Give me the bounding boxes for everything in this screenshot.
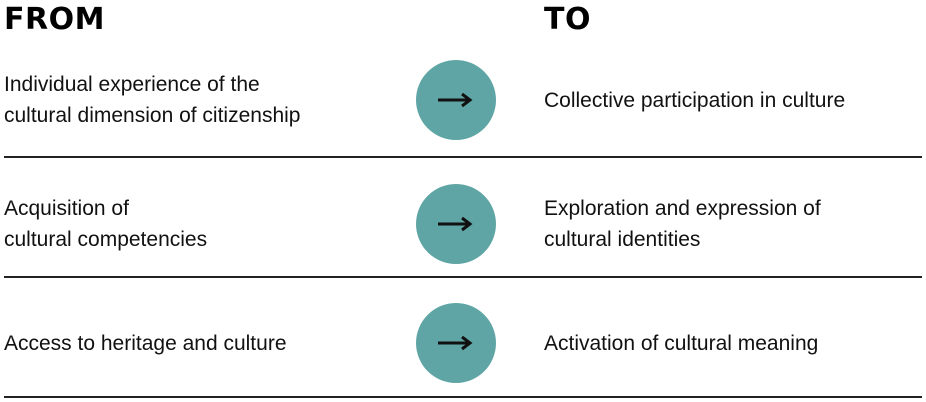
to-text-1: Collective participation in culture xyxy=(544,68,845,132)
row-divider-2 xyxy=(4,276,922,278)
transition-row-1: Individual experience of the cultural di… xyxy=(0,60,926,140)
from-text-3: Access to heritage and culture xyxy=(4,311,287,375)
arrow-circle-3 xyxy=(416,303,496,383)
arrow-right-icon xyxy=(438,335,473,351)
row-divider-1 xyxy=(4,156,922,158)
to-header: TO xyxy=(544,2,591,37)
from-text-1-line-2: cultural dimension of citizenship xyxy=(4,104,301,127)
from-text-2-line-1: Acquisition of xyxy=(4,197,129,220)
to-text-1-line-1: Collective participation in culture xyxy=(544,88,846,112)
from-header: FROM xyxy=(4,2,105,37)
to-text-2: Exploration and expression of cultural i… xyxy=(544,192,821,256)
row-divider-3 xyxy=(4,396,922,398)
to-text-3-line-1: Activation of cultural meaning xyxy=(544,331,819,355)
arrow-right-icon xyxy=(438,92,473,108)
transition-row-2: Acquisition of cultural competencies Exp… xyxy=(0,184,926,264)
from-text-1: Individual experience of the cultural di… xyxy=(4,68,300,132)
from-text-1-line-1: Individual experience of the xyxy=(4,73,260,96)
transition-row-3: Access to heritage and culture Activatio… xyxy=(0,303,926,383)
from-text-3-line-1: Access to heritage and culture xyxy=(4,331,287,355)
to-text-2-line-2: cultural identities xyxy=(544,228,701,251)
to-text-2-line-1: Exploration and expression of xyxy=(544,197,821,220)
arrow-circle-2 xyxy=(416,184,496,264)
arrow-right-icon xyxy=(438,216,473,232)
from-text-2: Acquisition of cultural competencies xyxy=(4,192,207,256)
arrow-circle-1 xyxy=(416,60,496,140)
to-text-3: Activation of cultural meaning xyxy=(544,311,818,375)
from-text-2-line-2: cultural competencies xyxy=(4,228,208,251)
